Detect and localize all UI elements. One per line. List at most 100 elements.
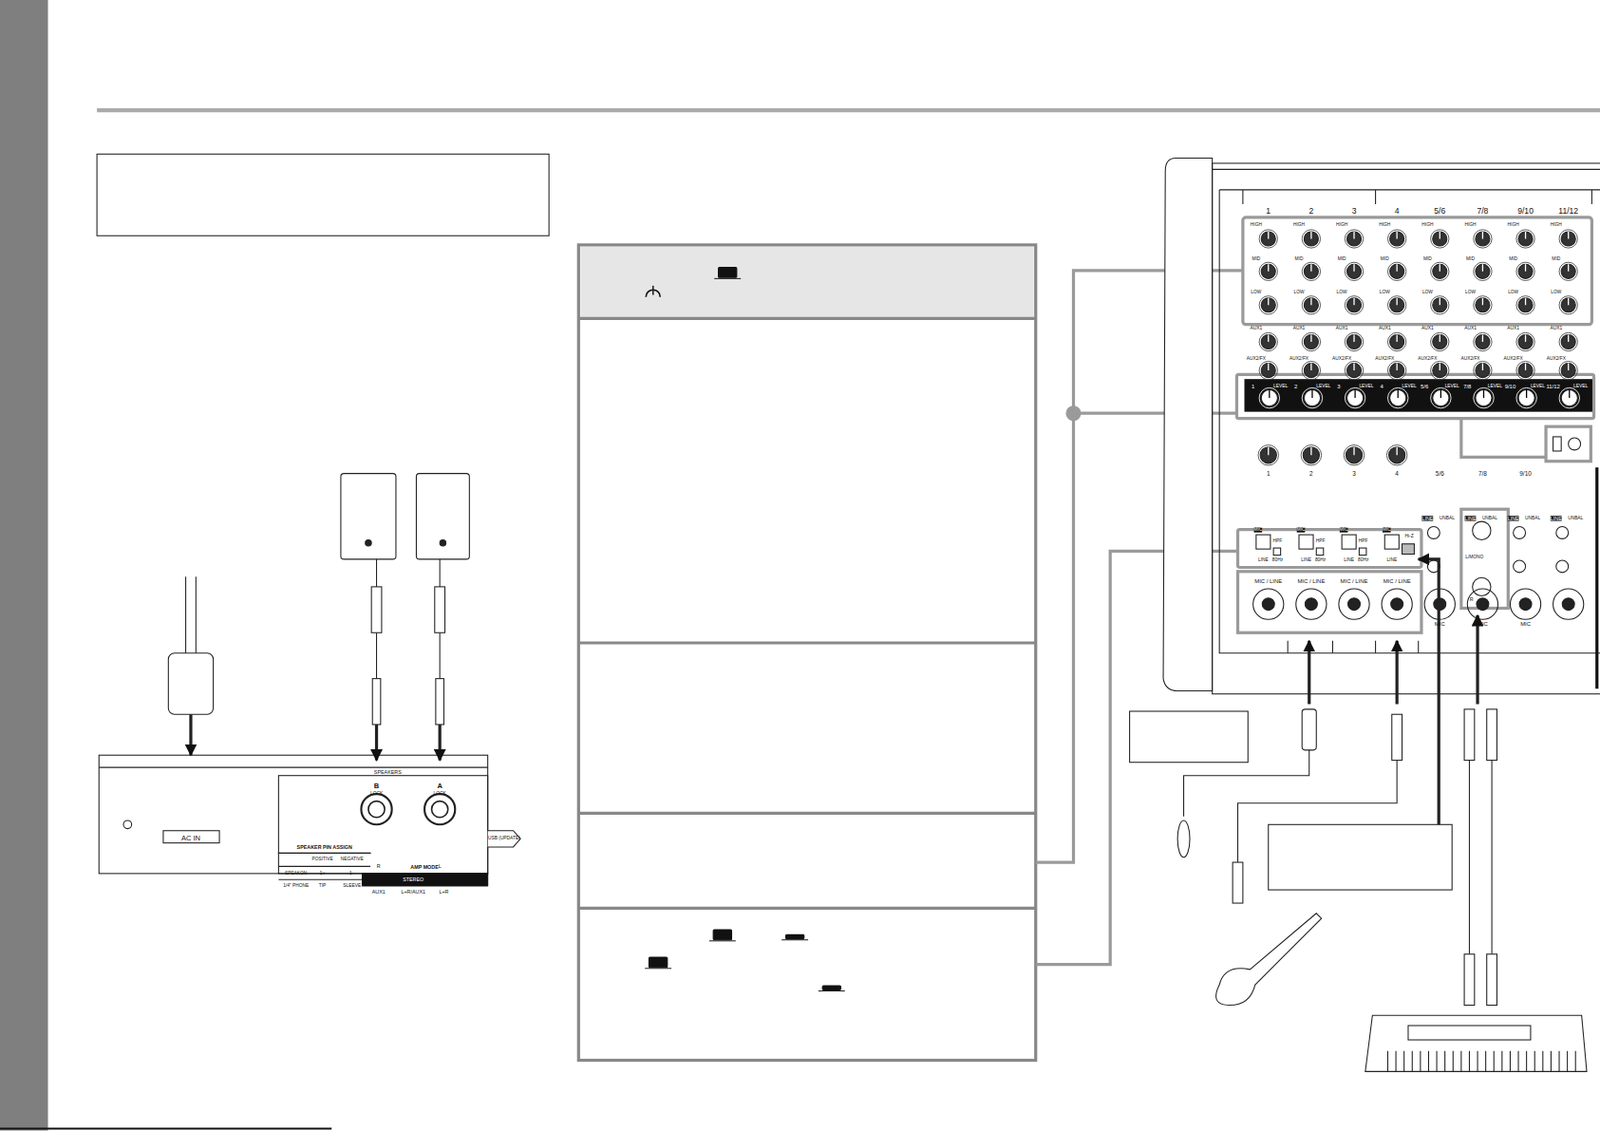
knob-scale <box>1259 387 1280 408</box>
button-base <box>714 278 741 280</box>
part-label: LINE <box>1465 515 1477 521</box>
xlr-jack <box>1467 588 1498 620</box>
knob <box>1346 390 1363 407</box>
part-label: UNBAL <box>1482 515 1498 521</box>
key <box>1452 1051 1454 1072</box>
panel-divider <box>578 640 1036 644</box>
power-symbol <box>652 285 655 296</box>
knob-scale <box>1301 332 1320 351</box>
knob-scale <box>1430 262 1450 281</box>
knob-pointer <box>1397 390 1399 399</box>
part-label: AUX1 <box>372 889 386 895</box>
knob-scale <box>1430 332 1450 351</box>
knob-pointer <box>1310 334 1312 342</box>
knob <box>1432 334 1448 349</box>
knob <box>1561 390 1578 407</box>
phone-plug <box>1487 954 1498 1006</box>
knob <box>1303 263 1318 279</box>
part-label: AUX2/FX <box>1504 357 1524 362</box>
knob <box>1475 390 1492 407</box>
xlr-plug <box>1301 709 1317 751</box>
mixer-edge <box>1219 189 1600 654</box>
knob <box>1561 231 1576 246</box>
knob-pointer <box>1354 390 1356 399</box>
xlr-highlight <box>1238 571 1422 633</box>
speaker-jack <box>432 801 449 818</box>
knob-pointer <box>1524 263 1526 272</box>
mixer-edge <box>1219 188 1600 190</box>
knob-scale <box>1344 387 1365 408</box>
part-label: UNBAL <box>1524 515 1541 521</box>
part-label: 1+ <box>320 870 326 876</box>
phone-plug <box>1392 714 1403 760</box>
eq-highlight <box>1242 217 1593 325</box>
knob-pointer <box>1310 231 1312 240</box>
knob <box>1432 390 1450 407</box>
cable <box>376 559 377 587</box>
part-label: AMP MODE <box>410 865 438 870</box>
part-label: SPEAKERS <box>374 770 402 775</box>
arrow <box>438 724 442 761</box>
part-label: AUX2/FX <box>1289 357 1309 362</box>
button-symbol <box>785 934 804 939</box>
part-label: 80Hz <box>1272 558 1283 564</box>
part-label: L+R/AUX1 <box>400 889 426 895</box>
header-rule <box>96 108 1600 113</box>
part-label: MID <box>1466 257 1475 263</box>
keyboard-panel <box>1408 1025 1531 1040</box>
switch-highlight <box>1238 529 1422 568</box>
part-label: MIC <box>1434 621 1446 628</box>
part-label: A <box>436 782 442 791</box>
speaker-panel <box>278 775 488 874</box>
part-label: 2 <box>1309 470 1314 476</box>
knob <box>1561 263 1576 279</box>
key <box>1525 1051 1527 1072</box>
key <box>1485 1051 1487 1072</box>
xlr-pins <box>1304 598 1318 611</box>
knob <box>1432 231 1448 246</box>
part-label: LINE <box>1507 515 1520 521</box>
level-highlight <box>1236 374 1594 418</box>
part-label: HPF <box>1273 539 1283 545</box>
knob-scale <box>1473 332 1492 351</box>
part-label: MIC / LINE <box>1383 579 1412 585</box>
part-label: Hi-Z <box>1404 534 1413 540</box>
speaker-jack <box>368 801 385 818</box>
hpf-switch <box>1273 547 1281 556</box>
phone-plug <box>1464 709 1475 761</box>
part-label: 5/6 <box>1433 207 1446 216</box>
part-label: MID <box>1551 257 1561 263</box>
knob-pointer <box>1483 390 1485 399</box>
knob-pointer <box>1482 298 1484 306</box>
knob-pointer <box>1396 334 1398 342</box>
xlr-jack <box>1296 588 1327 620</box>
key <box>1395 1051 1397 1072</box>
knob-pointer <box>1525 390 1527 399</box>
microphone <box>1177 820 1190 858</box>
knob <box>1389 447 1406 464</box>
knob-scale <box>1387 229 1406 248</box>
key <box>1517 1051 1519 1072</box>
speaker-led <box>365 539 372 546</box>
part-label: MID <box>1508 257 1518 263</box>
knob <box>1432 363 1448 378</box>
knob <box>1561 363 1576 378</box>
xlr-pins <box>1391 598 1404 611</box>
cable <box>1468 760 1470 955</box>
part-label: NEGATIVE <box>340 856 364 862</box>
stereo-highlight <box>1461 508 1508 608</box>
circle-shape <box>1472 577 1491 596</box>
knob-scale <box>1430 296 1450 315</box>
knob-scale <box>1259 229 1278 248</box>
wire <box>1374 640 1376 654</box>
part-label: 4 <box>1379 383 1383 390</box>
knob-pointer <box>1524 298 1526 306</box>
knob-scale <box>1559 387 1580 408</box>
part-label: 11/12 <box>1545 383 1560 390</box>
part-label: 2 <box>1308 207 1314 216</box>
part-label: 2 <box>1294 383 1298 390</box>
button-base <box>818 990 846 992</box>
part-label: UNBAL <box>1439 515 1455 521</box>
part-label: LOCK <box>433 791 447 797</box>
